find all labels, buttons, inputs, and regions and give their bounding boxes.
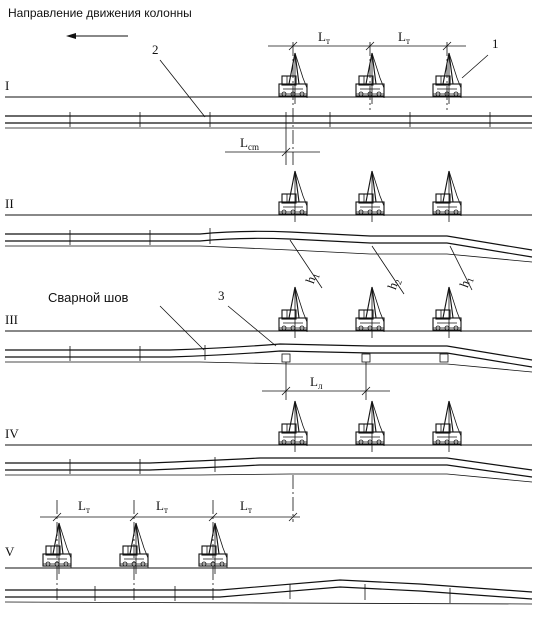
dim-label-h1: h1 bbox=[302, 270, 322, 286]
stage-i: I Lт Lт 1 2 Lcm bbox=[5, 29, 532, 165]
pipelayer-icon bbox=[278, 170, 308, 223]
dim-label-ll: Lл bbox=[310, 374, 323, 391]
stage-label-iv: IV bbox=[5, 426, 19, 441]
stage-label-ii: II bbox=[5, 196, 14, 211]
stage-v: V Lт Lт Lт bbox=[4, 498, 533, 605]
dim-label-lt: Lт bbox=[156, 498, 168, 515]
pipelayer-icon bbox=[355, 170, 385, 223]
dim-label-lcm: Lcm bbox=[240, 135, 259, 152]
pipelayer-icon bbox=[278, 400, 308, 453]
dim-label-lt: Lт bbox=[240, 498, 252, 515]
dim-label-lt: Lт bbox=[398, 29, 410, 46]
stage-label-iii: III bbox=[5, 312, 18, 327]
callout-2: 2 bbox=[152, 42, 159, 57]
stage-iii: III Сварной шов 3 Lл bbox=[5, 286, 533, 400]
stage-label-v: V bbox=[5, 544, 15, 559]
weld-seam-label: Сварной шов bbox=[48, 290, 129, 305]
stage-ii: II h1 h2 h1 bbox=[5, 170, 533, 295]
callout-1: 1 bbox=[492, 36, 499, 51]
pipelayer-icon bbox=[278, 286, 308, 339]
stage-label-i: I bbox=[5, 78, 9, 93]
dim-label-lt: Lт bbox=[318, 29, 330, 46]
dim-label-lt: Lт bbox=[78, 498, 90, 515]
pipelayer-icon bbox=[432, 400, 462, 453]
callout-3: 3 bbox=[218, 288, 225, 303]
dim-label-h1: h1 bbox=[456, 274, 476, 290]
dim-label-h2: h2 bbox=[384, 276, 404, 292]
column-direction-title: Направление движения колонны bbox=[8, 6, 192, 20]
pipelayer-icon bbox=[355, 400, 385, 453]
pipelayer-icon bbox=[432, 286, 462, 339]
pipelayer-icon bbox=[432, 170, 462, 223]
direction-arrow bbox=[66, 33, 128, 39]
pipelayer-icon bbox=[355, 286, 385, 339]
stage-iv: IV bbox=[5, 400, 533, 522]
